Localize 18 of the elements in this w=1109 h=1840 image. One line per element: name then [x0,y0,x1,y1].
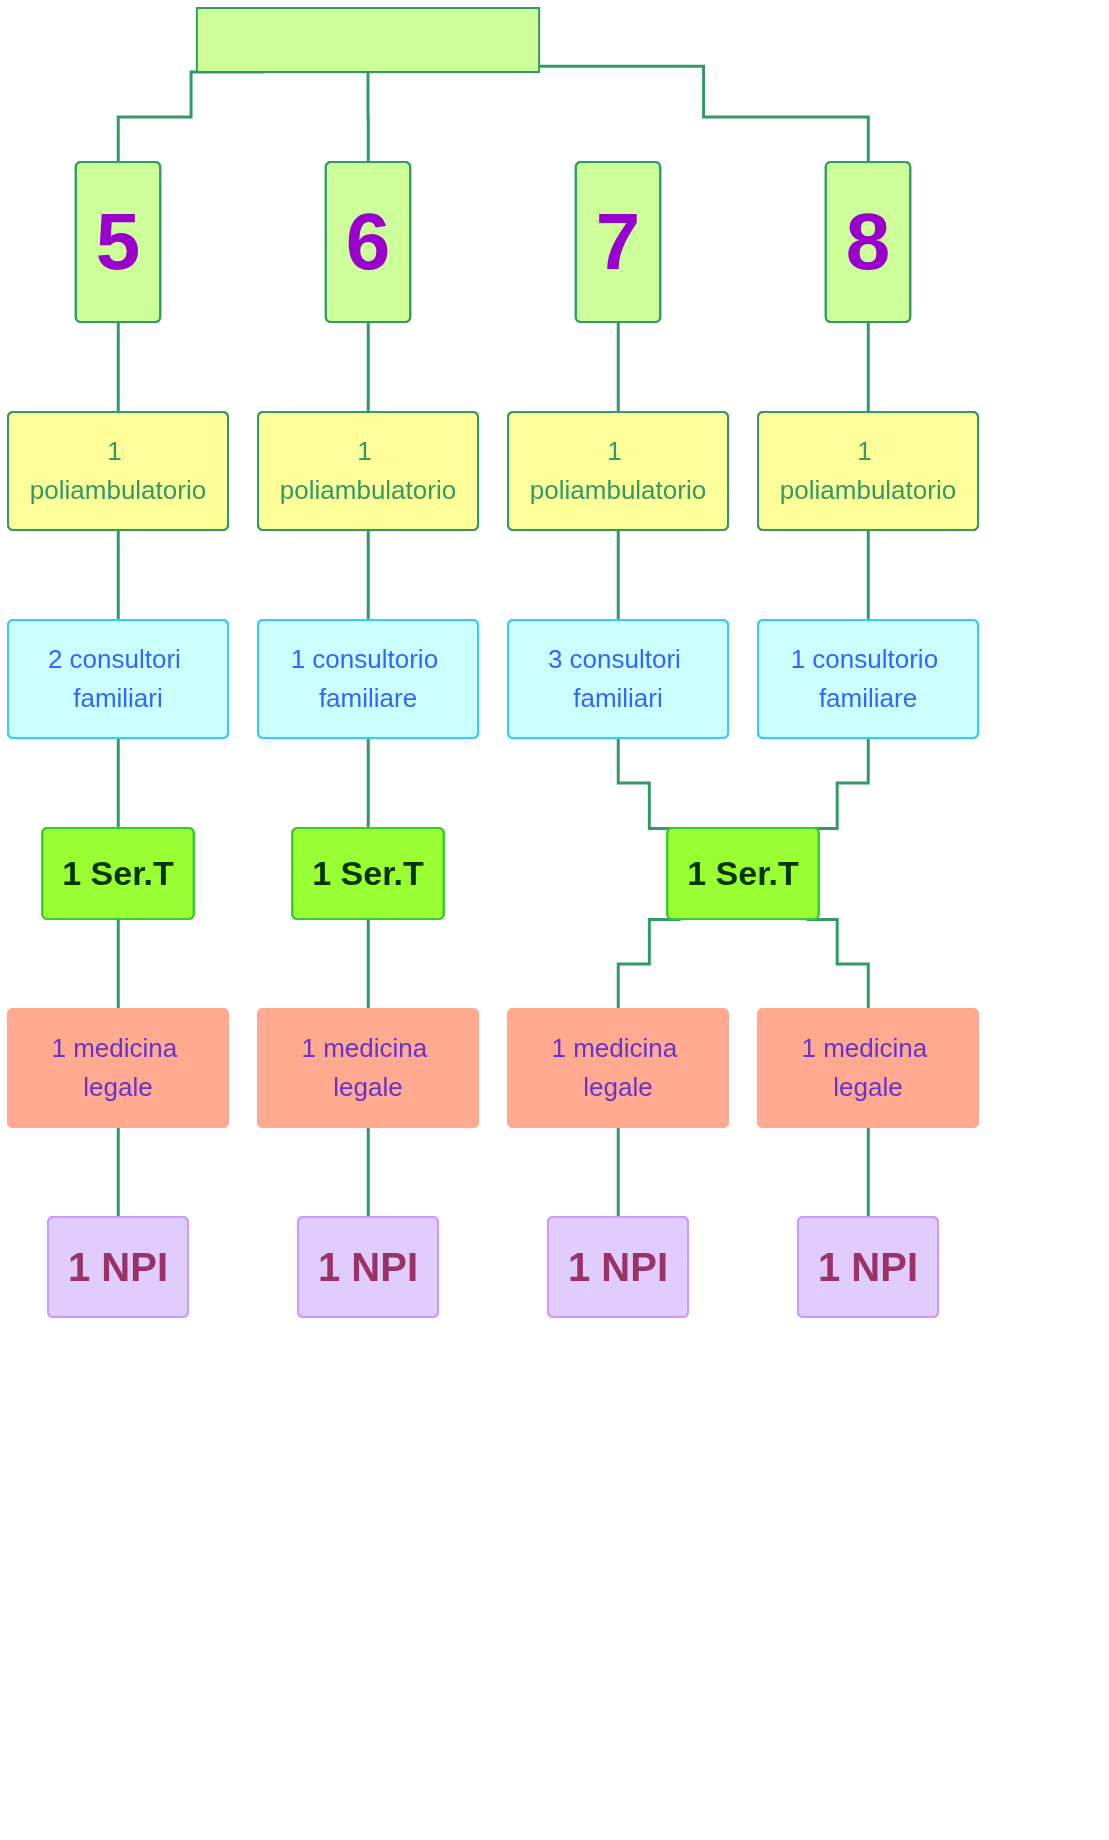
connector [616,1126,620,1219]
node-bar [195,7,541,73]
connector [866,529,870,622]
connector [366,1126,370,1219]
connector [366,737,370,830]
connector [116,1126,120,1219]
connector [616,321,620,414]
connector [116,529,120,622]
connector [866,1126,870,1219]
connector [539,64,870,164]
connector [866,321,870,414]
connector [116,918,120,1011]
connector [116,737,120,830]
connector [616,529,620,622]
connector [116,321,120,414]
connector [366,918,370,1011]
connector [366,529,370,622]
connector [366,321,370,414]
